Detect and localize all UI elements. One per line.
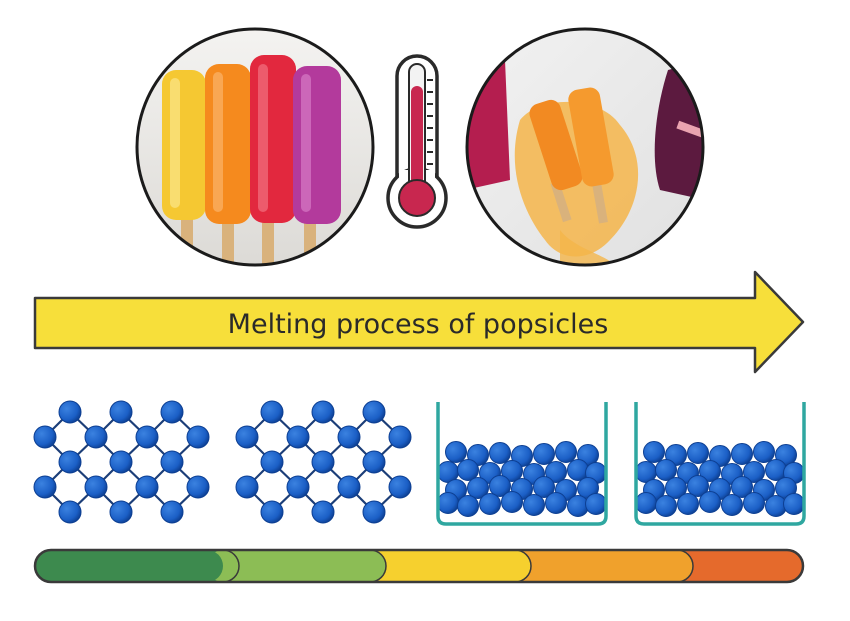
temperature-segment-cap-3	[370, 550, 531, 582]
liquid-particle	[687, 475, 709, 497]
thermometer-icon	[386, 54, 448, 229]
temperature-segment-5	[661, 550, 803, 582]
liquid-particle	[665, 477, 687, 499]
liquid-particle	[479, 493, 501, 515]
solid-particle	[160, 450, 184, 474]
solid-particle	[135, 425, 159, 449]
liquid-particle	[457, 495, 479, 517]
solid-particle	[109, 450, 133, 474]
liquid-particle	[677, 493, 699, 515]
liquid-particle	[635, 492, 657, 514]
solid-particle	[235, 425, 259, 449]
liquid-state-3	[436, 402, 608, 526]
solid-particle	[58, 450, 82, 474]
liquid-particle	[501, 460, 523, 482]
liquid-particle	[523, 494, 545, 516]
liquid-particle	[457, 459, 479, 481]
liquid-particle	[643, 441, 665, 463]
solid-particle	[135, 475, 159, 499]
solid-particle	[33, 425, 57, 449]
solid-particle	[311, 500, 335, 524]
solid-state-2	[235, 400, 412, 524]
liquid-particle	[545, 492, 567, 514]
temperature-bar	[33, 548, 805, 584]
solid-particle	[58, 500, 82, 524]
solid-state-1	[33, 400, 210, 524]
liquid-particle	[533, 476, 555, 498]
solid-particle	[260, 500, 284, 524]
liquid-state-4	[634, 402, 806, 526]
solid-particle	[286, 475, 310, 499]
liquid-particle	[731, 443, 753, 465]
solid-particle	[337, 425, 361, 449]
liquid-particle	[467, 477, 489, 499]
particle-states	[33, 400, 806, 526]
liquid-particle	[753, 441, 775, 463]
solid-particle	[160, 400, 184, 424]
solid-particle	[311, 450, 335, 474]
solid-particle	[286, 425, 310, 449]
solid-particle	[109, 500, 133, 524]
solid-particle	[362, 400, 386, 424]
liquid-container	[634, 402, 806, 526]
liquid-particle	[687, 442, 709, 464]
liquid-particle	[489, 442, 511, 464]
solid-particle	[388, 475, 412, 499]
frozen-popsicles-image	[135, 27, 375, 267]
liquid-particle	[731, 476, 753, 498]
process-arrow: Melting process of popsicles	[33, 270, 805, 374]
banner-label: Melting process of popsicles	[228, 309, 609, 340]
liquid-particle	[655, 495, 677, 517]
liquid-particle	[545, 461, 567, 483]
solid-particle	[160, 500, 184, 524]
liquid-particle	[699, 460, 721, 482]
liquid-particle	[783, 493, 805, 515]
solid-particle	[33, 475, 57, 499]
solid-particle	[235, 475, 259, 499]
solid-particle	[58, 400, 82, 424]
melting-popsicles-image	[465, 27, 705, 267]
liquid-particle	[533, 443, 555, 465]
liquid-particle	[721, 494, 743, 516]
liquid-particle	[743, 492, 765, 514]
liquid-particle	[655, 459, 677, 481]
liquid-particle	[445, 441, 467, 463]
liquid-particle	[585, 493, 607, 515]
solid-particle	[362, 500, 386, 524]
liquid-container	[436, 402, 608, 526]
liquid-particle	[555, 441, 577, 463]
solid-particle	[109, 400, 133, 424]
solid-particle	[311, 400, 335, 424]
solid-particle	[84, 425, 108, 449]
temperature-segment-cap-2	[223, 550, 386, 582]
solid-particle	[388, 425, 412, 449]
liquid-particle	[699, 491, 721, 513]
temperature-segment-cap-1	[35, 550, 223, 582]
solid-particle	[186, 475, 210, 499]
temperature-bar-outline	[33, 548, 805, 584]
solid-particle	[84, 475, 108, 499]
liquid-particle	[743, 461, 765, 483]
solid-particle	[186, 425, 210, 449]
liquid-particle	[437, 492, 459, 514]
solid-particle	[362, 450, 386, 474]
solid-particle	[260, 450, 284, 474]
solid-particle	[337, 475, 361, 499]
liquid-particle	[501, 491, 523, 513]
solid-particle	[260, 400, 284, 424]
liquid-particle	[489, 475, 511, 497]
temperature-segment-cap-4	[515, 550, 693, 582]
